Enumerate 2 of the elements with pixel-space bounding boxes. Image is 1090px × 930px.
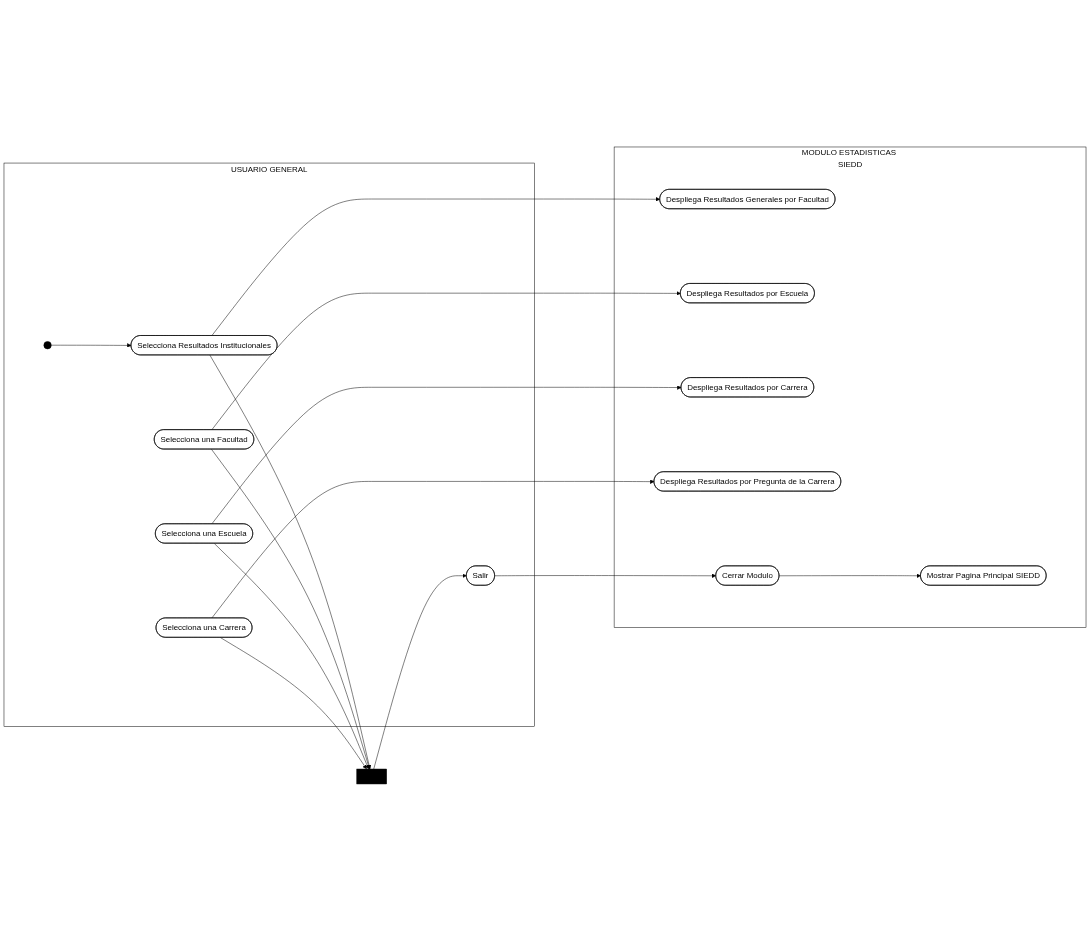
node-circle — [43, 340, 52, 349]
node-bar — [356, 768, 387, 784]
